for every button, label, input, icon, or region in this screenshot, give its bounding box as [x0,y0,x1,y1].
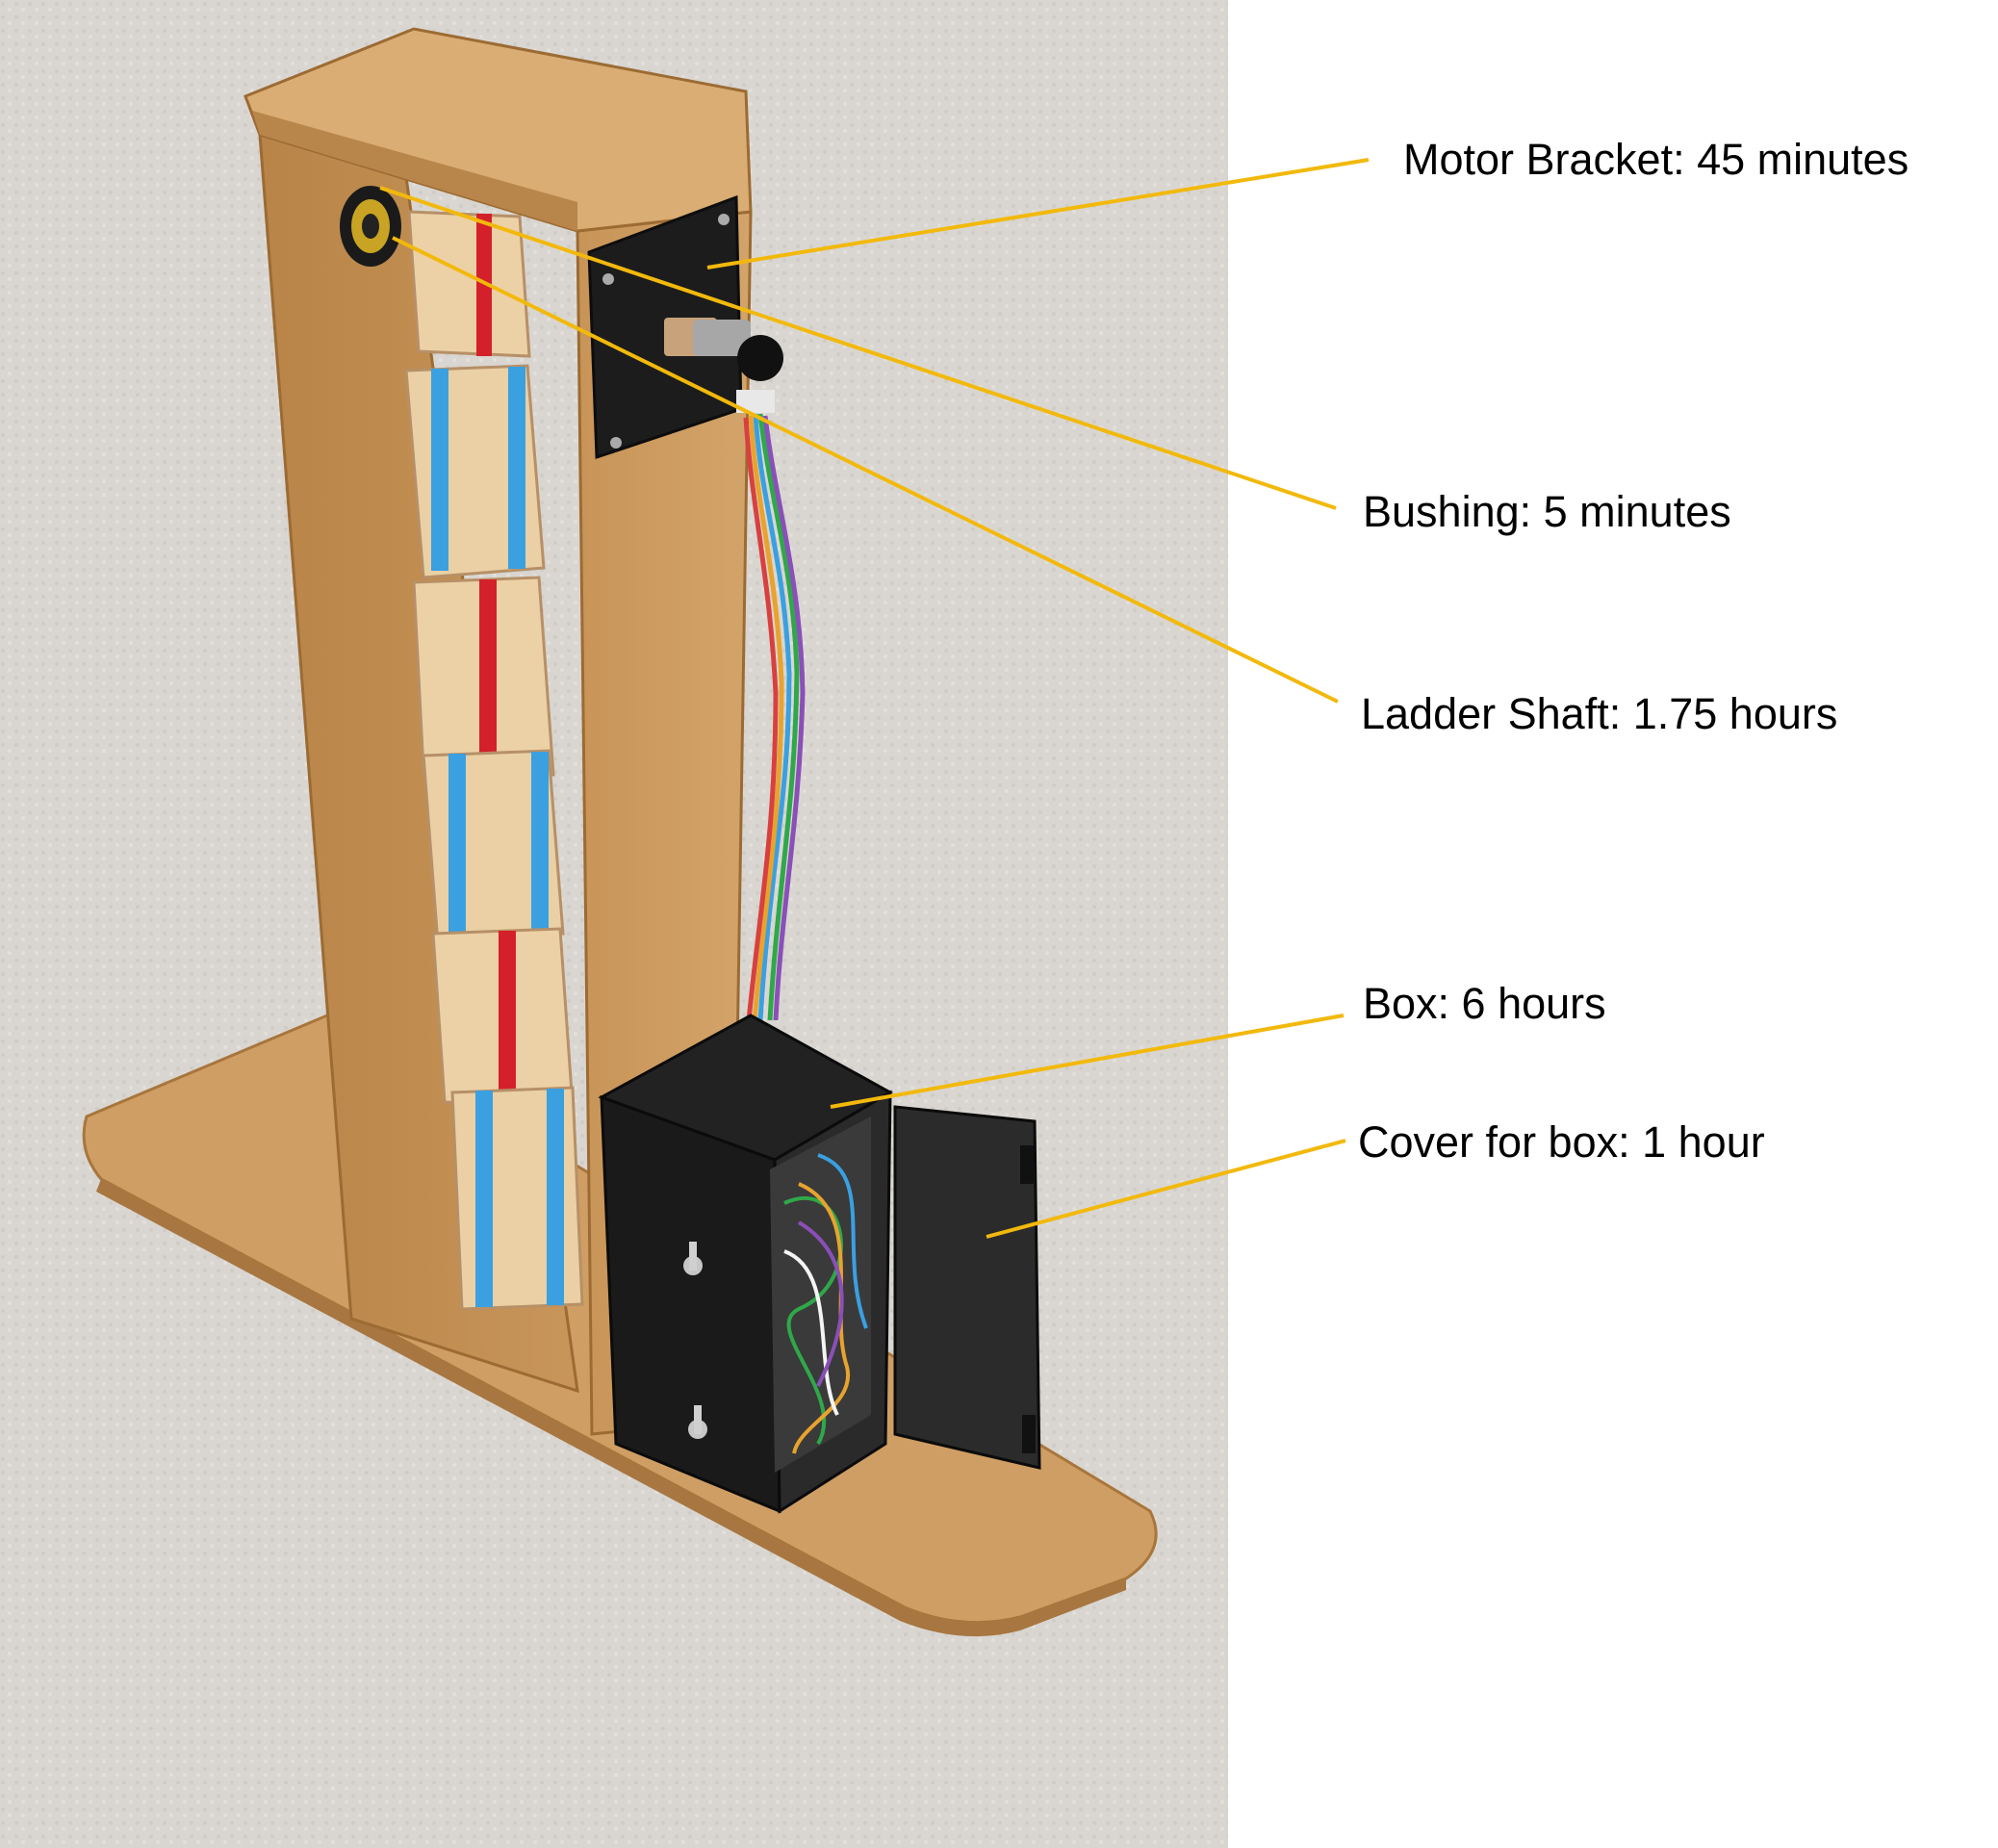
label-box: Box: 6 hours [1363,979,1606,1028]
box-cover [893,1105,1041,1470]
label-motor-bracket: Motor Bracket: 45 minutes [1403,135,1909,184]
electronics-box [598,1014,894,1514]
label-ladder-shaft: Ladder Shaft: 1.75 hours [1361,689,1838,738]
jacobs-ladder-illustration [0,0,1228,1848]
label-bushing: Bushing: 5 minutes [1363,487,1731,536]
label-cover-for-box: Cover for box: 1 hour [1358,1117,1765,1167]
product-photo [0,0,1228,1848]
bushing [340,186,401,267]
